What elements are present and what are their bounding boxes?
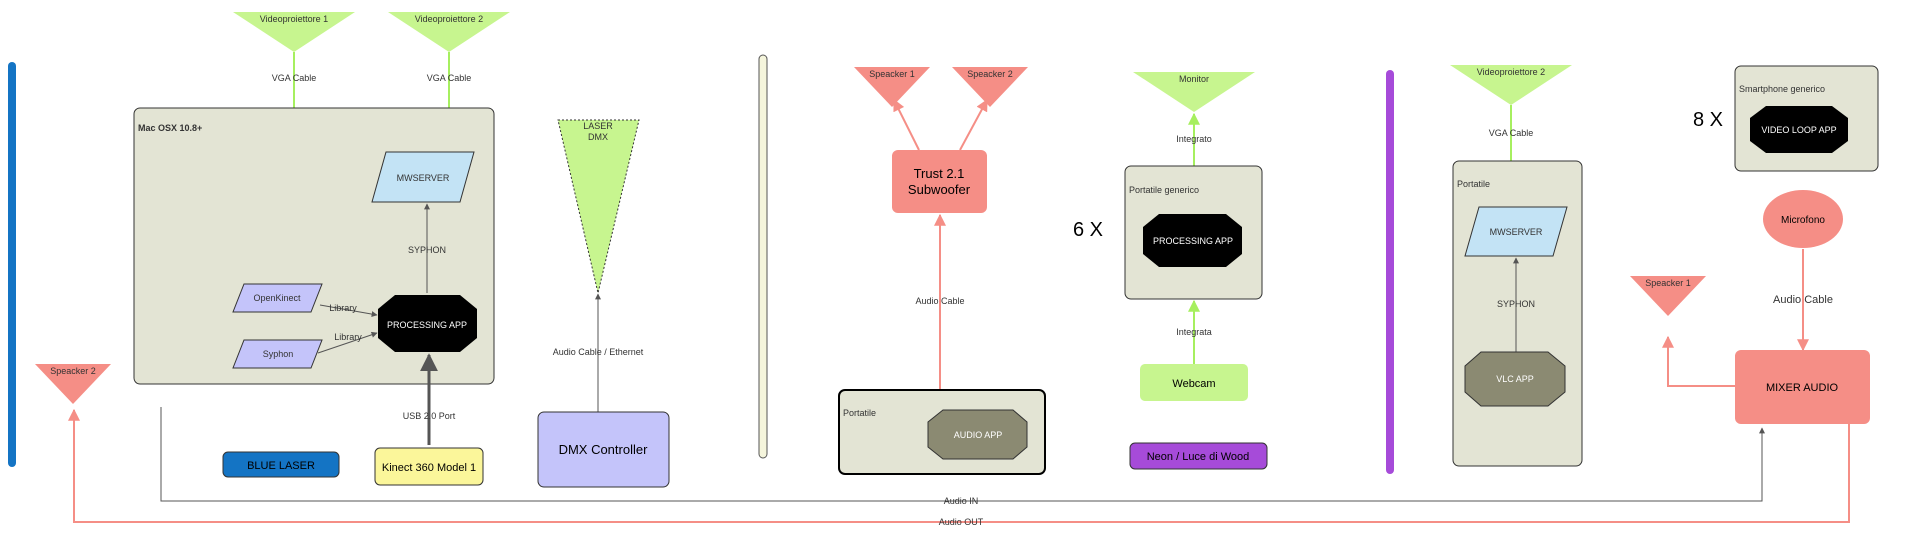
portatile-vlc-title: Portatile [1457, 179, 1490, 189]
speaker-1-right-label: Speacker 1 [1645, 278, 1691, 288]
kinect-label: Kinect 360 Model 1 [382, 462, 476, 474]
syphon-node[interactable] [232, 339, 323, 369]
speaker-2-label: Speacker 2 [967, 69, 1013, 79]
projector-2-label: Videoproiettore 2 [415, 14, 483, 24]
dmx-controller-label: DMX Controller [559, 442, 649, 457]
syphon-node-label: Syphon [263, 349, 294, 359]
mixer-audio-node[interactable] [1735, 350, 1870, 424]
audio-cable-label: Audio Cable [915, 296, 964, 306]
speaker-1-label: Speacker 1 [869, 69, 915, 79]
section-bar-blue [8, 62, 16, 467]
trust-subwoofer-node[interactable] [892, 150, 987, 213]
audio-out-label: Audio OUT [939, 517, 984, 527]
smartphone-title: Smartphone generico [1739, 84, 1825, 94]
audio-app-node[interactable] [927, 409, 1028, 460]
dmx-controller-node[interactable] [537, 411, 670, 488]
projector-1-label: Videoproiettore 1 [260, 14, 328, 24]
webcam-node[interactable] [1140, 364, 1248, 401]
multiplier-6x: 6 X [1073, 219, 1103, 241]
vga-cable-3-label: VGA Cable [1489, 128, 1534, 138]
processing-app-2-node[interactable] [1143, 214, 1242, 267]
vlc-app-label: VLC APP [1496, 374, 1534, 384]
kinect-node[interactable] [374, 447, 484, 486]
audio-out-line [68, 408, 1850, 523]
usb-label: USB 2.0 Port [403, 411, 456, 421]
webcam-label: Webcam [1172, 378, 1215, 390]
mwserver-node[interactable] [371, 151, 475, 203]
multiplier-8x: 8 X [1693, 109, 1723, 131]
section-bar-cream [758, 54, 768, 459]
audio-ethernet-label: Audio Cable / Ethernet [553, 347, 644, 357]
portatile-generico-title: Portatile generico [1129, 185, 1199, 195]
blue-laser-node[interactable] [222, 451, 340, 478]
trust-label-1: Trust 2.1 [914, 166, 965, 181]
library-label-1: Library [329, 303, 357, 313]
neon-node[interactable] [1129, 442, 1268, 470]
audio-app-label: AUDIO APP [954, 430, 1003, 440]
projector-1-triangle [233, 12, 355, 52]
projector-2b-label: Videoproiettore 2 [1477, 67, 1545, 77]
mac-title: Mac OSX 10.8+ [138, 123, 202, 133]
openkinect-node[interactable] [232, 283, 323, 313]
syphon-link-label: SYPHON [408, 245, 446, 255]
laser-dmx-label-1: LASER [583, 121, 613, 131]
laser-dmx-label-2: DMX [588, 132, 608, 142]
mixer-to-speaker1-line [1662, 335, 1735, 387]
video-loop-app-label: VIDEO LOOP APP [1761, 125, 1836, 135]
blue-laser-label: BLUE LASER [247, 460, 315, 472]
microfono-node[interactable] [1763, 190, 1843, 248]
library-link-1 [319, 304, 378, 318]
section-bar-purple [1386, 70, 1394, 474]
trust-to-speaker2-line [959, 98, 988, 151]
trust-label-2: Subwoofer [908, 182, 971, 197]
processing-app-2-label: PROCESSING APP [1153, 236, 1233, 246]
speaker-1-triangle [854, 67, 930, 107]
laser-dmx-triangle [557, 119, 640, 294]
library-label-2: Library [334, 332, 362, 342]
trust-to-speaker1-line [893, 98, 920, 151]
vga-cable-2-label: VGA Cable [427, 73, 472, 83]
monitor-triangle [1133, 72, 1255, 112]
audio-in-line [160, 407, 1765, 502]
library-link-2 [317, 331, 378, 354]
audio-in-label: Audio IN [944, 496, 979, 506]
speaker-2-left-triangle [35, 364, 111, 404]
monitor-label: Monitor [1179, 74, 1209, 84]
openkinect-label: OpenKinect [253, 293, 301, 303]
video-loop-app-node[interactable] [1750, 106, 1848, 153]
processing-app-node[interactable] [378, 295, 477, 352]
processing-app-label: PROCESSING APP [387, 320, 467, 330]
speaker-1-right-triangle [1630, 276, 1706, 316]
projector-2b-triangle [1450, 65, 1572, 105]
vga-cable-1-label: VGA Cable [272, 73, 317, 83]
vlc-app-node[interactable] [1464, 351, 1566, 407]
speaker-2-triangle [952, 67, 1028, 107]
integrata-label: Integrata [1176, 327, 1212, 337]
microfono-label: Microfono [1781, 215, 1825, 226]
mwserver-label: MWSERVER [397, 173, 450, 183]
portatile-audio-title: Portatile [843, 408, 876, 418]
neon-label: Neon / Luce di Wood [1147, 451, 1250, 463]
mic-audio-cable-label: Audio Cable [1773, 294, 1833, 306]
syphon-link-2-label: SYPHON [1497, 299, 1535, 309]
projector-2-triangle [388, 12, 510, 52]
mwserver-2-label: MWSERVER [1490, 227, 1543, 237]
integrato-label: Integrato [1176, 134, 1212, 144]
mixer-audio-label: MIXER AUDIO [1766, 382, 1839, 394]
speaker-2-left-label: Speacker 2 [50, 366, 96, 376]
mwserver-2-node[interactable] [1464, 206, 1568, 257]
